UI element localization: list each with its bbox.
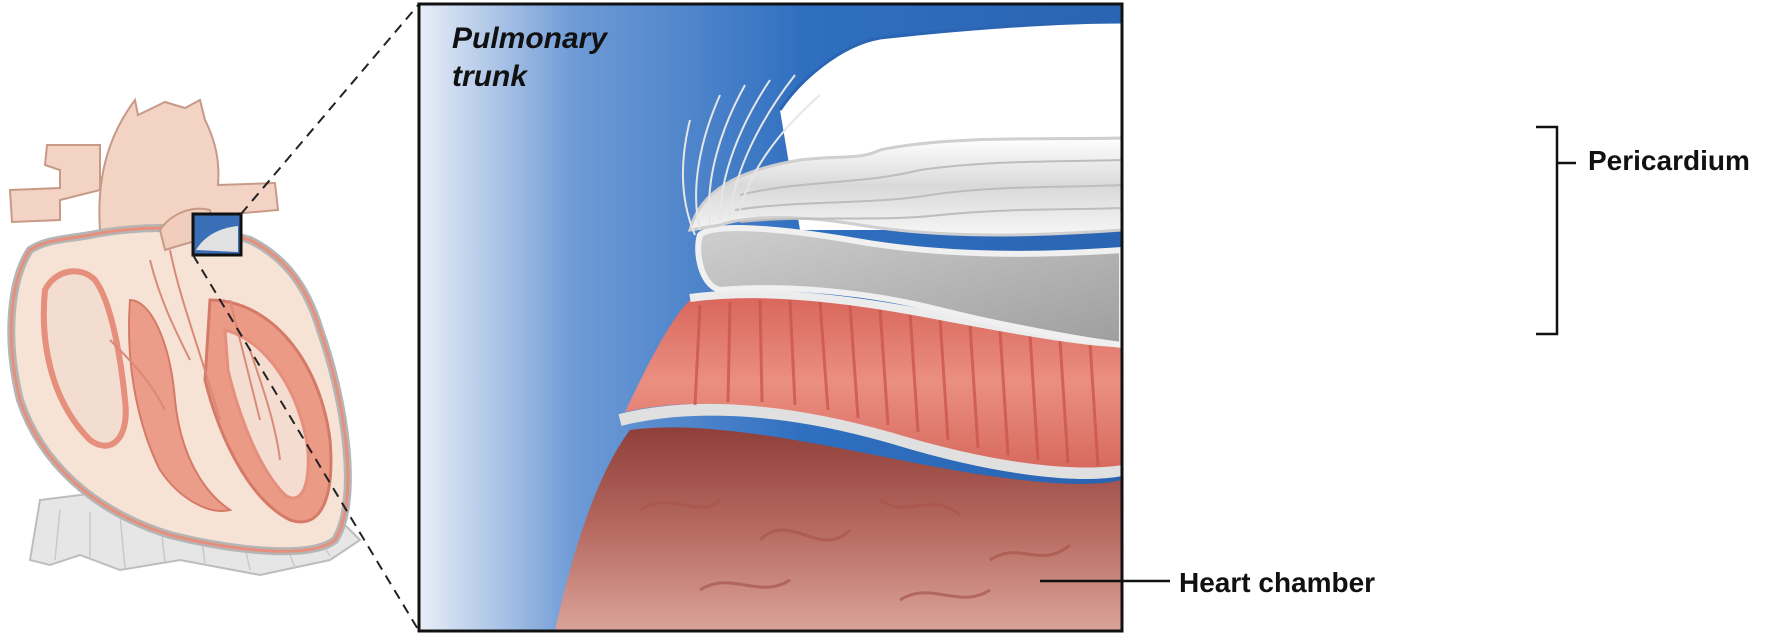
enlarged-heart-wall (419, 4, 1122, 631)
heart-overview-illustration (10, 100, 360, 575)
label-heart-chamber: Heart chamber (1179, 567, 1375, 599)
label-pulmonary-trunk: Pulmonary trunk (452, 20, 672, 96)
label-pericardium: Pericardium (1588, 145, 1750, 177)
pericardium-bracket (1536, 127, 1576, 334)
